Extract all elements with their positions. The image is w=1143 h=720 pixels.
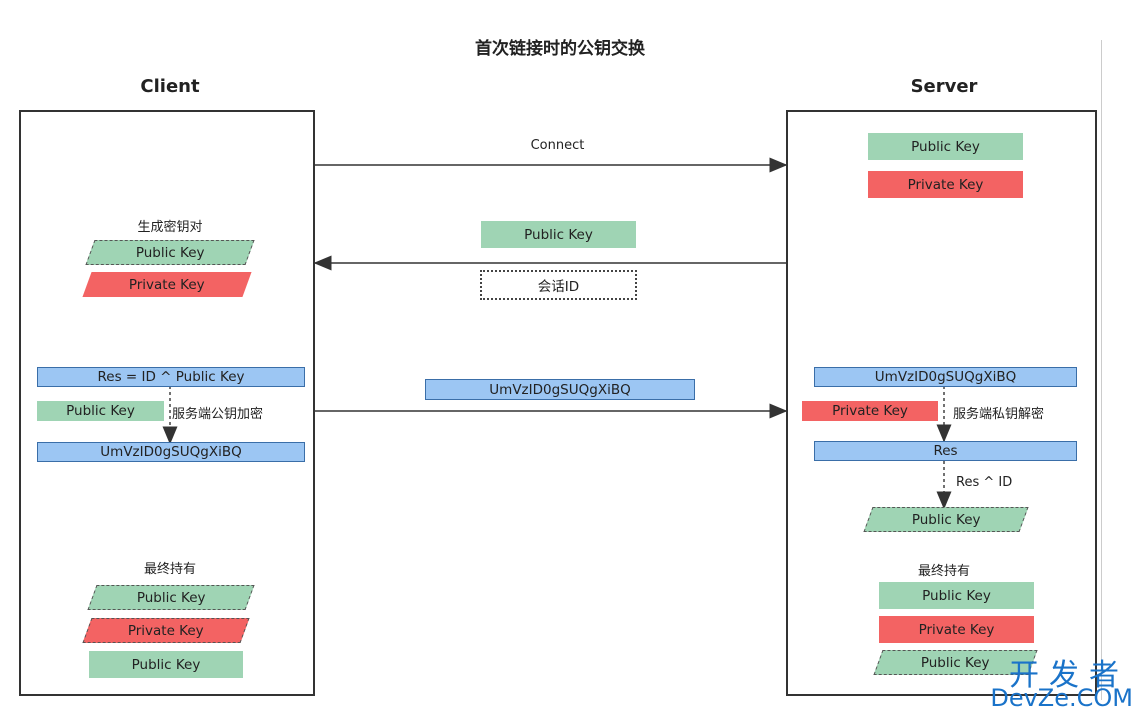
client-final-public-key: Public Key bbox=[87, 585, 255, 610]
server-final-label: 最终持有 bbox=[917, 564, 970, 579]
client-heading: Client bbox=[140, 76, 200, 97]
sent-encrypted-box: UmVzID0gSUQgXiBQ bbox=[425, 379, 695, 400]
connect-label: Connect bbox=[530, 138, 585, 153]
server-res: Res bbox=[814, 441, 1077, 461]
client-final-server-public-key: Public Key bbox=[89, 651, 243, 678]
watermark-line2: DevZe.COM bbox=[990, 684, 1133, 712]
server-derived-public-key: Public Key bbox=[863, 507, 1029, 532]
client-final-private-key: Private Key bbox=[82, 618, 250, 643]
client-final-label: 最终持有 bbox=[143, 562, 196, 577]
client-public-key: Public Key bbox=[85, 240, 255, 265]
client-res-formula: Res = ID ^ Public Key bbox=[37, 367, 305, 387]
server-panel bbox=[786, 110, 1097, 696]
sent-public-key: Public Key bbox=[481, 221, 636, 248]
server-encrypted: UmVzID0gSUQgXiBQ bbox=[814, 367, 1077, 387]
client-panel bbox=[19, 110, 315, 696]
client-private-key: Private Key bbox=[82, 272, 252, 297]
diagram-title: 首次链接时的公钥交换 bbox=[475, 39, 645, 59]
client-encrypt-label: 服务端公钥加密 bbox=[172, 407, 264, 422]
server-decrypt-label: 服务端私钥解密 bbox=[953, 407, 1045, 422]
server-xor-label: Res ^ ID bbox=[956, 475, 1013, 490]
right-divider bbox=[1101, 40, 1102, 700]
watermark-line1: 开发者 bbox=[1009, 658, 1129, 693]
client-encrypted: UmVzID0gSUQgXiBQ bbox=[37, 442, 305, 462]
server-heading: Server bbox=[910, 76, 978, 97]
client-keygen-label: 生成密钥对 bbox=[137, 220, 203, 235]
server-private-key: Private Key bbox=[868, 171, 1023, 198]
server-final-public-key: Public Key bbox=[879, 582, 1034, 609]
session-id-box: 会话ID bbox=[480, 270, 637, 300]
client-server-public-key: Public Key bbox=[37, 401, 164, 421]
server-public-key: Public Key bbox=[868, 133, 1023, 160]
server-final-private-key: Private Key bbox=[879, 616, 1034, 643]
server-private-key-use: Private Key bbox=[802, 401, 938, 421]
